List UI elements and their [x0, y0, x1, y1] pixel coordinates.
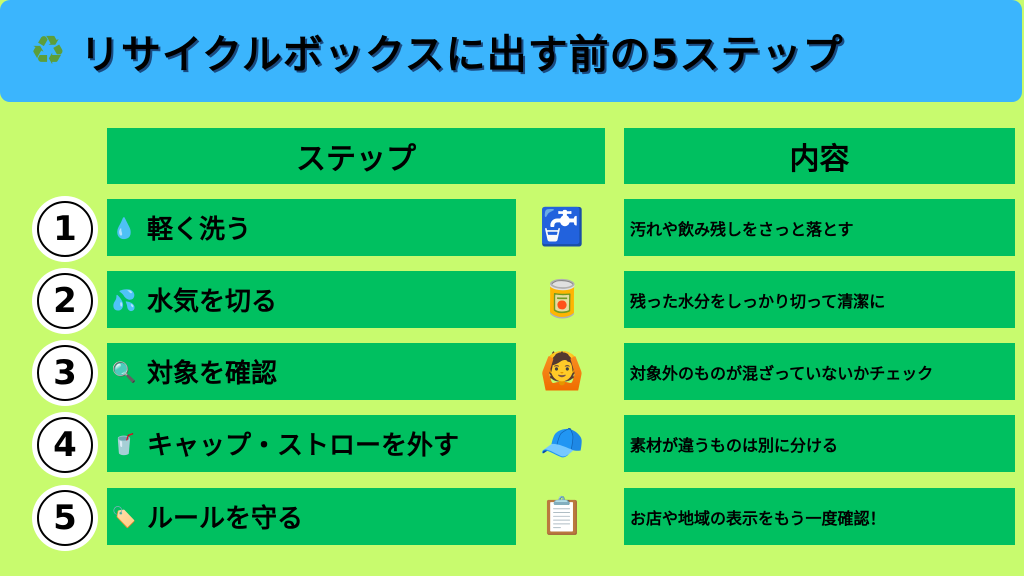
step-description: 汚れや飲み残しをさっと落とす	[624, 199, 1015, 256]
sweat-droplets-icon: 💦	[111, 287, 137, 312]
step-description: 残った水分をしっかり切って清潔に	[624, 271, 1015, 328]
step-row: 🏷️ ルールを守る	[107, 488, 516, 545]
step-label: 軽く洗う	[147, 215, 252, 245]
droplet-icon: 💧	[111, 215, 137, 240]
step-number-badge: 2	[37, 273, 93, 329]
step-number-badge: 5	[37, 490, 93, 546]
step-label: 対象を確認	[147, 359, 278, 389]
step-description: 対象外のものが混ざっていないかチェック	[624, 343, 1015, 400]
step-illustration: 🚰	[539, 207, 585, 248]
title-banner: ♻ リサイクルボックスに出す前の5ステップ	[0, 0, 1022, 102]
step-row: 🔍 対象を確認	[107, 343, 516, 400]
magnifier-icon: 🔍	[111, 359, 137, 384]
step-description: お店や地域の表示をもう一度確認！	[624, 488, 1015, 545]
header-step: ステップ	[107, 128, 605, 184]
step-number-badge: 3	[37, 345, 93, 401]
step-number-badge: 1	[37, 201, 93, 257]
step-illustration: 📋	[539, 496, 585, 537]
cup-with-straw-icon: 🥤	[111, 431, 137, 456]
step-number-badge: 4	[37, 417, 93, 473]
step-row: 💦 水気を切る	[107, 271, 516, 328]
step-label: 水気を切る	[147, 287, 278, 317]
step-illustration: 🙆	[539, 351, 585, 392]
recycle-icon: ♻	[30, 28, 66, 74]
header-content: 内容	[624, 128, 1015, 184]
label-tag-icon: 🏷️	[111, 504, 137, 529]
step-label: ルールを守る	[147, 504, 304, 534]
step-description: 素材が違うものは別に分ける	[624, 415, 1015, 472]
page-title: リサイクルボックスに出す前の5ステップ	[79, 32, 844, 78]
step-illustration: 🧢	[539, 423, 585, 464]
step-row: 🥤 キャップ・ストローを外す	[107, 415, 516, 472]
step-row: 💧 軽く洗う	[107, 199, 516, 256]
step-label: キャップ・ストローを外す	[147, 431, 460, 461]
step-illustration: 🥫	[539, 279, 585, 320]
